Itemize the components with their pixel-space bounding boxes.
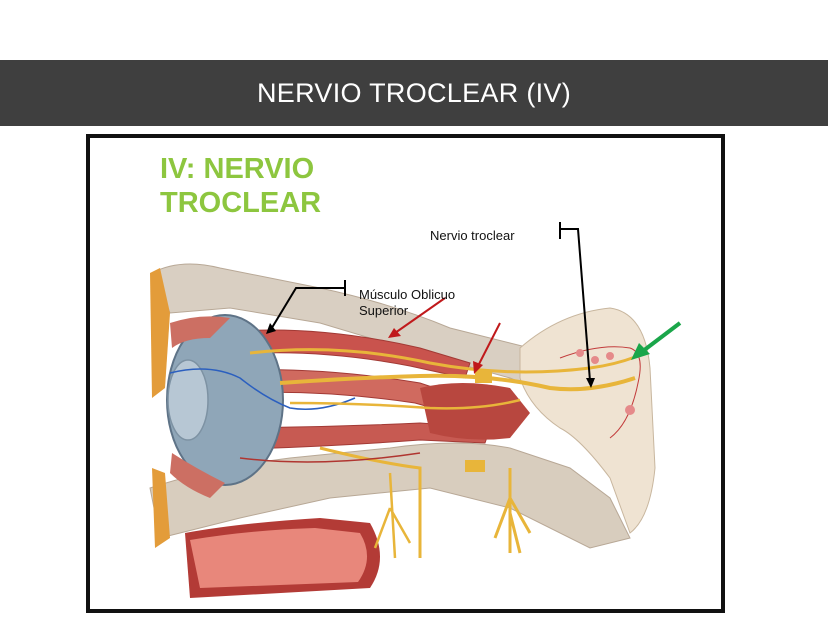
label-musculo-line2: Superior bbox=[359, 303, 409, 318]
nucleus-dot-2 bbox=[591, 356, 599, 364]
slide-title: NERVIO TROCLEAR (IV) bbox=[256, 77, 572, 108]
eyeball bbox=[166, 314, 284, 486]
label-nervio-troclear: Nervio troclear bbox=[430, 228, 515, 243]
slide-title-bar: NERVIO TROCLEAR (IV) bbox=[0, 60, 828, 126]
eyelid-lower bbox=[170, 453, 225, 498]
troclear-bracket-arrowhead bbox=[586, 378, 595, 388]
nerve-branch-2 bbox=[319, 446, 422, 558]
frontal-bone-lower bbox=[152, 468, 170, 548]
nucleus-dot-4 bbox=[625, 405, 635, 415]
orbit-anatomy-illustration bbox=[149, 222, 682, 598]
frontal-bone-edge bbox=[150, 268, 170, 398]
nerve-branch-3 bbox=[373, 472, 412, 559]
red-arrow-1-shaft bbox=[394, 297, 446, 334]
red-arrow-2-head bbox=[473, 361, 483, 374]
anatomy-figure-frame: IV: NERVIO TROCLEAR bbox=[86, 134, 725, 613]
figure-heading-line1: IV: NERVIO bbox=[160, 153, 315, 185]
blue-vessel bbox=[169, 368, 356, 410]
nucleus-dot-1 bbox=[576, 349, 584, 357]
eyelid-upper bbox=[170, 316, 230, 348]
nerve-branch-4 bbox=[493, 468, 532, 554]
label-musculo-oblicuo: Músculo Oblicuo Superior bbox=[359, 287, 509, 319]
nerve-trochlear bbox=[249, 348, 646, 374]
green-arrow-shaft bbox=[641, 321, 682, 353]
troclear-bracket-line bbox=[560, 228, 591, 382]
artery-branch bbox=[239, 452, 421, 463]
green-arrow-head bbox=[631, 343, 650, 360]
nerve-stub bbox=[465, 460, 485, 472]
musculo-bracket-arrowhead bbox=[266, 323, 276, 334]
sinus-lining bbox=[190, 528, 368, 588]
label-musculo-line1: Músculo Oblicuo bbox=[359, 287, 456, 302]
brainstem-bone bbox=[519, 307, 656, 534]
figure-heading: IV: NERVIO TROCLEAR bbox=[160, 152, 321, 220]
red-arrow-1-head bbox=[388, 328, 401, 338]
nucleus-dot-3 bbox=[606, 352, 614, 360]
nerve-apex-cap bbox=[475, 370, 492, 383]
muscle-apex-bundle bbox=[420, 383, 530, 440]
figure-heading-line2: TROCLEAR bbox=[160, 187, 322, 219]
brainstem-nerve-fine bbox=[559, 346, 641, 439]
musculo-bracket-line bbox=[269, 287, 345, 332]
red-arrow-2-shaft bbox=[477, 322, 501, 367]
cornea bbox=[167, 359, 209, 441]
nerve-branch-1 bbox=[289, 398, 521, 410]
